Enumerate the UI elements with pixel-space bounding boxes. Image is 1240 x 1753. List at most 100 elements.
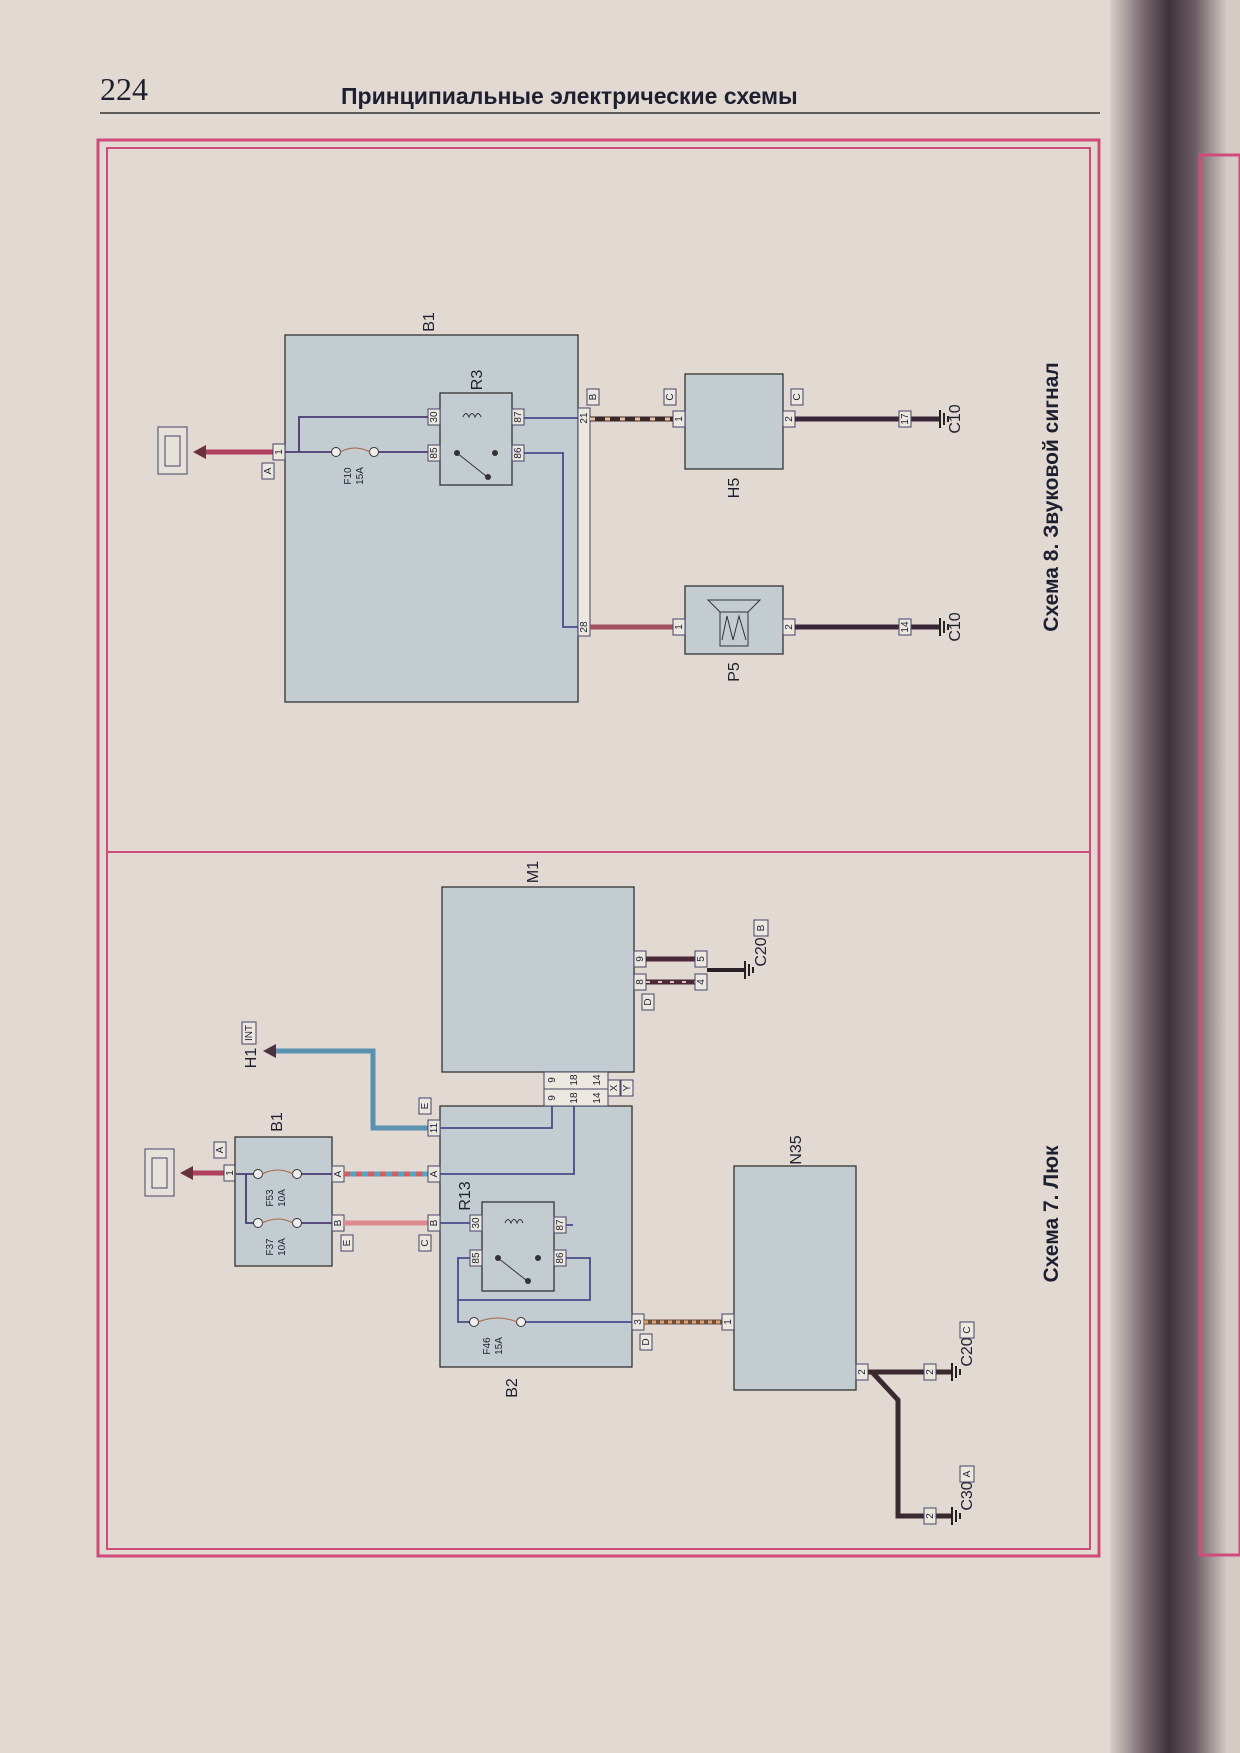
b1-tag-e: E bbox=[342, 1239, 353, 1246]
fuse-icon bbox=[253, 1218, 263, 1228]
b1-label: B1 bbox=[421, 312, 438, 332]
p5-pin-1: 1 bbox=[674, 624, 685, 630]
m1-gnd-pin-5: 5 bbox=[696, 956, 707, 962]
coil-icon bbox=[504, 1219, 524, 1225]
scheme-7-caption: Схема 7. Люк bbox=[1040, 1145, 1063, 1283]
r13-pin-85: 85 bbox=[471, 1252, 482, 1264]
ground-c20-c-tag: C bbox=[962, 1326, 973, 1333]
n35-label: N35 bbox=[788, 1135, 805, 1164]
m1-gnd-tag-d: D bbox=[643, 998, 654, 1005]
b2-tag-d: D bbox=[641, 1338, 652, 1345]
h5-pin-2: 2 bbox=[784, 416, 795, 422]
battery-icon bbox=[157, 426, 188, 475]
ground-icon bbox=[951, 1507, 961, 1525]
arrow-icon bbox=[263, 1044, 276, 1058]
ground-c10-horn-relay: C10 bbox=[947, 404, 964, 433]
relay-pin-30: 30 bbox=[429, 411, 440, 423]
fuse-icon bbox=[469, 1317, 479, 1327]
ground-c30-a-name: C30 bbox=[959, 1481, 976, 1510]
relay-r13 bbox=[481, 1201, 555, 1292]
ground-c10-horn: C10 bbox=[947, 612, 964, 641]
b1-fuse-block bbox=[234, 1136, 333, 1267]
m1-tag-y: Y bbox=[622, 1084, 633, 1091]
fuse-icon bbox=[331, 447, 341, 457]
r3-label: R3 bbox=[469, 370, 486, 391]
m1-label: M1 bbox=[525, 861, 542, 883]
ground-pin-14: 14 bbox=[900, 621, 911, 633]
fuse-f53-name: F53 bbox=[265, 1189, 276, 1207]
b1-pin-28: 28 bbox=[579, 621, 590, 633]
ground-c30-a-tag: A bbox=[962, 1470, 973, 1477]
p5-horn-block bbox=[684, 585, 784, 655]
h1-tag-int: INT bbox=[244, 1025, 255, 1041]
scheme-7: A 1 B 1 F53 10A F37 10A A B E H1 INT B2 A… bbox=[144, 861, 1063, 1525]
relay-r3 bbox=[439, 392, 513, 486]
ground-icon bbox=[744, 961, 754, 979]
m1-pin-9: 9 bbox=[547, 1077, 558, 1083]
ground-icon bbox=[939, 618, 949, 636]
page-title: Принципиальные электрические схемы bbox=[341, 83, 798, 109]
inner-frame bbox=[106, 147, 1091, 1550]
r13-pin-87: 87 bbox=[555, 1219, 566, 1231]
m1-motor-block bbox=[441, 886, 635, 1073]
scheme-8-caption: Схема 8. Звуковой сигнал bbox=[1040, 362, 1063, 631]
fuse-f46-rating: 15A bbox=[494, 1337, 505, 1355]
arrow-icon bbox=[193, 445, 206, 459]
b1-pin-b: B bbox=[333, 1219, 344, 1226]
b1-tag-a: A bbox=[215, 1146, 226, 1153]
b2-pin-18: 18 bbox=[569, 1092, 580, 1104]
b2-pin-14: 14 bbox=[592, 1092, 603, 1104]
connector-c1: C bbox=[665, 393, 676, 400]
b2-label: B2 bbox=[504, 1378, 521, 1398]
n35-pin-2: 2 bbox=[857, 1369, 868, 1375]
h1-label: H1 bbox=[243, 1048, 260, 1069]
ground-c30-a-pin: 2 bbox=[925, 1513, 936, 1519]
b2-pin-a: A bbox=[429, 1170, 440, 1177]
ground-c20-b-name: C20 bbox=[753, 937, 770, 966]
battery-pin: 1 bbox=[225, 1170, 236, 1176]
battery-pin: 1 bbox=[274, 449, 285, 455]
fuse-f46-name: F46 bbox=[482, 1337, 493, 1355]
n35-block bbox=[733, 1165, 857, 1391]
connector-c2: C bbox=[792, 393, 803, 400]
r13-pin-30: 30 bbox=[471, 1217, 482, 1229]
b1-block bbox=[284, 334, 579, 703]
h5-pin-1: 1 bbox=[674, 416, 685, 422]
relay-pin-87: 87 bbox=[513, 411, 524, 423]
relay-pin-85: 85 bbox=[429, 447, 440, 459]
fuse-f37-name: F37 bbox=[265, 1238, 276, 1256]
r13-pin-86: 86 bbox=[555, 1252, 566, 1264]
book-spine-shadow bbox=[1110, 0, 1240, 1753]
b1-connector-strip bbox=[577, 407, 591, 637]
ground-pin-17: 17 bbox=[900, 413, 911, 425]
ground-icon bbox=[939, 410, 949, 428]
coil-icon bbox=[462, 413, 482, 419]
scheme-8: B1 1 A F10 15A R3 30 85 87 86 21 28 B H5… bbox=[157, 312, 1063, 703]
wire-b2-h1 bbox=[275, 1048, 428, 1131]
b1-pin-21: 21 bbox=[579, 412, 590, 424]
relay-pin-86: 86 bbox=[513, 447, 524, 459]
fuse-f53-rating: 10A bbox=[277, 1189, 288, 1207]
connector-a: A bbox=[263, 467, 274, 474]
ground-c20-c-name: C20 bbox=[959, 1337, 976, 1366]
ground-icon bbox=[951, 1363, 961, 1381]
b2-pin-9: 9 bbox=[547, 1095, 558, 1101]
arrow-icon bbox=[180, 1166, 193, 1180]
m1-gnd-pin-9: 9 bbox=[635, 956, 646, 962]
ground-c20-c-pin: 2 bbox=[925, 1369, 936, 1375]
b1-pin-a: A bbox=[333, 1170, 344, 1177]
next-page-frame bbox=[1198, 153, 1240, 1557]
m1-gnd-pin-8: 8 bbox=[635, 979, 646, 985]
connector-b: B bbox=[588, 393, 599, 400]
b2-tag-e: E bbox=[420, 1102, 431, 1109]
ground-c20-b-tag: B bbox=[756, 924, 767, 931]
fuse-f10-name: F10 bbox=[343, 467, 354, 485]
n35-pin-1: 1 bbox=[723, 1319, 734, 1325]
m1-gnd-pin-4: 4 bbox=[696, 979, 707, 985]
fuse-f37-rating: 10A bbox=[277, 1238, 288, 1256]
b2-tag-c: C bbox=[420, 1239, 431, 1246]
page-number: 224 bbox=[100, 71, 148, 107]
h5-block bbox=[684, 373, 784, 470]
m1-pin-14: 14 bbox=[592, 1074, 603, 1086]
